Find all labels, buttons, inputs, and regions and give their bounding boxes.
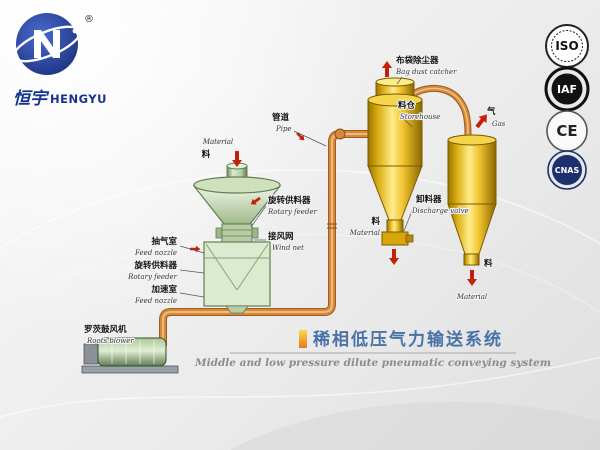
blower-motor: [83, 343, 99, 365]
background-swoosh-lines: [0, 169, 600, 450]
acceleration-chamber-label-cn: 加速室: [150, 284, 177, 295]
feeder-hopper-assembly: [192, 162, 282, 314]
gas-label-cn: 气: [486, 106, 496, 117]
rotary-feeder-right-label-cn: 旋转供料器: [267, 195, 311, 206]
exhaust-up-arrow-icon: [382, 61, 392, 77]
cnas-badge: CNAS: [547, 150, 587, 190]
silo2-discharge-arrow-icon: [467, 270, 477, 286]
hengyu-logo: ® 恒宇 HENGYU: [13, 13, 107, 109]
chamber-outlet: [225, 305, 249, 314]
iso-badge-label: ISO: [555, 39, 578, 53]
gas-label-en: Gas: [492, 120, 506, 128]
ce-badge: CE: [546, 110, 588, 152]
system-title-en: Middle and low pressure dilute pneumatic…: [194, 357, 551, 369]
pipe-label-cn: 管道: [272, 112, 290, 123]
bag-dust-label-en: Bag dust catcher: [395, 68, 457, 76]
wind-net-label-en: Wind net: [272, 244, 304, 252]
certification-badges: ISO IAF CE CNAS: [544, 24, 590, 190]
logo-orbit-icon: [13, 25, 81, 63]
silo1-discharge-arrow-icon: [389, 249, 399, 265]
material-top-label-cn: 料: [202, 149, 211, 160]
rotary-feeder-left-label-cn: 旋转供料器: [133, 260, 177, 271]
suction-chamber-label-cn: 抽气室: [151, 236, 177, 247]
ce-badge-label: CE: [556, 122, 577, 140]
material-silo2-label-en: Material: [456, 293, 487, 301]
roots-blower-label-en: Roots blower: [86, 337, 134, 345]
logo-n-icon: [34, 30, 60, 58]
label-leader-lines: [179, 76, 415, 298]
iaf-badge: IAF: [544, 66, 590, 112]
material-silo1-label-cn: 料: [371, 216, 380, 227]
material-silo2-label-cn: 料: [484, 258, 493, 269]
pipe-label-en: Pipe: [275, 125, 292, 133]
storage-silo-2: [447, 134, 497, 266]
suction-chamber-label-en: Feed nozzle: [134, 249, 177, 257]
rotary-feeder-unit: [221, 223, 253, 243]
storage-silo-1: [367, 77, 423, 246]
acceleration-chamber-label-en: Feed nozzle: [134, 297, 177, 305]
pipe-joint: [334, 128, 346, 140]
mixing-chamber-box: [203, 241, 271, 307]
rotary-feeder-right-label-en: Rotary feeder: [267, 208, 317, 216]
roots-blower: [81, 337, 179, 374]
cnas-badge-label: CNAS: [555, 166, 580, 175]
material-silo1-label-en: Material: [349, 229, 380, 237]
brand-name-cn: 恒宇: [13, 89, 50, 109]
discharge-valve-label-cn: 卸料器: [416, 194, 442, 205]
title-block: 稀相低压气力输送系统 Middle and low pressure dilut…: [194, 329, 551, 369]
title-accent-bar: [299, 330, 307, 348]
conveying-pipe: [159, 85, 472, 346]
rotary-feeder-left-label-en: Rotary feeder: [127, 273, 177, 281]
iso-badge: ISO: [545, 24, 589, 68]
system-title-cn: 稀相低压气力输送系统: [313, 329, 503, 350]
iaf-badge-label: IAF: [557, 83, 577, 96]
bag-dust-label-cn: 布袋除尘器: [395, 55, 439, 66]
wind-net-label-cn: 接风网: [268, 231, 294, 242]
storehouse-label-cn: 料仓: [398, 100, 416, 111]
registered-mark: ®: [84, 14, 94, 25]
material-top-label-en: Material: [202, 138, 233, 146]
discharge-valve-unit: [381, 231, 409, 246]
roots-blower-label-cn: 罗茨鼓风机: [84, 324, 127, 335]
diagram-labels: Material 料 管道 Pipe 布袋除尘器 Bag dust catche…: [83, 54, 507, 346]
storehouse-label-en: Storehouse: [400, 113, 440, 121]
discharge-valve-label-en: Discharge valve: [411, 207, 469, 215]
brand-name-en: HENGYU: [50, 92, 107, 106]
